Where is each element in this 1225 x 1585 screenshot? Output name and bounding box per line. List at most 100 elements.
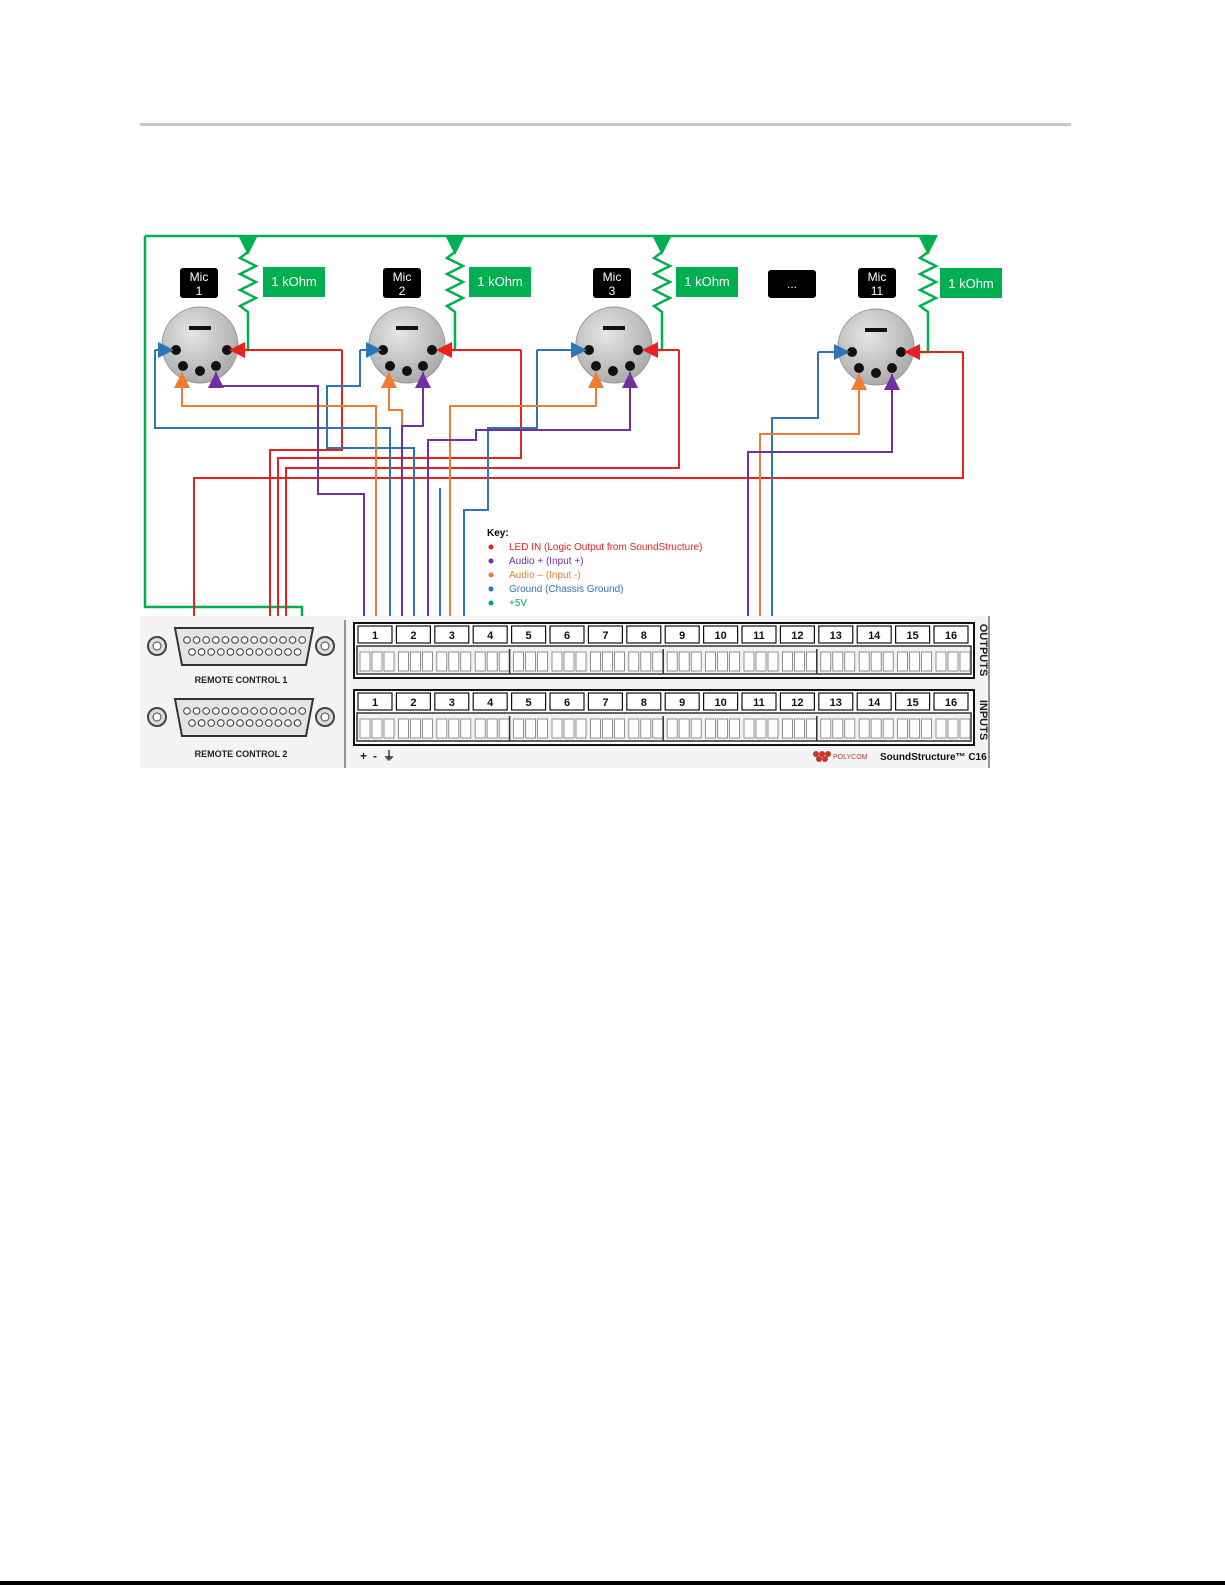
remote-control-2-label: REMOTE CONTROL 2 (195, 749, 288, 759)
channel-number-box (549, 692, 585, 711)
terminal-slot (743, 718, 755, 739)
channel-number: 1 (372, 630, 378, 642)
key-entry-led: LED IN (Logic Output from SoundStructure… (509, 542, 702, 553)
terminal-slot (921, 718, 932, 739)
channel-number: 13 (830, 630, 842, 642)
terminal-slot (729, 651, 740, 672)
channel-number-box (626, 692, 662, 711)
channel-number-box (626, 625, 662, 644)
polarity-labels: + - ⏚ (360, 749, 395, 763)
channel-number-box (357, 692, 393, 711)
db25-pin (236, 648, 244, 656)
terminal-slot (436, 718, 448, 739)
channel-number-box (472, 692, 508, 711)
channel-number-box (856, 625, 892, 644)
terminal-slot (705, 718, 716, 739)
terminal-slot (767, 651, 779, 672)
terminal-slot (602, 651, 613, 672)
channel-number-box (664, 692, 700, 711)
channel-number: 11 (753, 697, 765, 709)
terminal-slot (755, 718, 767, 739)
channel-number: 8 (641, 630, 647, 642)
terminal-slot (614, 718, 625, 739)
channel-number: 12 (791, 697, 803, 709)
terminal-slot (935, 651, 947, 672)
channel-number-box (702, 625, 739, 644)
channel-number-box (587, 625, 624, 644)
terminal-slot (525, 718, 536, 739)
channel-number: 2 (410, 630, 416, 642)
db25-pin (240, 636, 249, 644)
channel-number: 3 (449, 630, 455, 642)
channel-number: 16 (945, 630, 957, 642)
resistor-label-2: 1 kOhm (477, 274, 523, 289)
resistor-11 (910, 251, 939, 354)
db25-pin (202, 707, 210, 715)
mic-connector-11 (837, 308, 915, 386)
channel-number-box (395, 625, 431, 644)
terminal-slot (959, 718, 971, 739)
mic-3-number: 3 (609, 284, 616, 298)
terminal-slot (498, 718, 510, 739)
key-title: Key: (487, 528, 509, 539)
resistor-labels: 1 kOhm 1 kOhm 1 kOhm 1 kOhm (263, 267, 1002, 298)
channel-number: 9 (679, 697, 685, 709)
terminal-slot (486, 718, 498, 739)
mic-connector-1 (161, 306, 239, 384)
channel-number-box (549, 625, 585, 644)
mic-1-number: 1 (196, 284, 203, 298)
polycom-logo-icon (813, 751, 831, 762)
mic-labels: Mic 1 Mic 2 Mic 3 ... Mic 11 (180, 268, 896, 298)
db25-pin (293, 719, 302, 727)
terminal-slot (820, 718, 832, 739)
channel-number: 14 (868, 630, 881, 642)
terminal-slot (882, 651, 894, 672)
terminal-slot (909, 718, 920, 739)
terminal-slot (897, 718, 908, 739)
terminal-slot (820, 651, 832, 672)
channel-number-box (434, 692, 470, 711)
terminal-slot (640, 651, 652, 672)
key-entry-five-volt: +5V (509, 598, 527, 609)
channel-number-box (472, 625, 508, 644)
terminal-slot (678, 651, 690, 672)
channel-number: 5 (526, 630, 532, 642)
db25-pin (298, 707, 307, 715)
terminal-slot (537, 718, 548, 739)
db25-pin (217, 648, 225, 656)
remote-control-1-label: REMOTE CONTROL 1 (195, 675, 288, 685)
db25-pin (183, 636, 191, 644)
brand-area: POLYCOM SoundStructure™ C16 (813, 751, 987, 763)
terminal-slot (409, 718, 421, 739)
terminal-slot (717, 718, 728, 739)
db25-pin (255, 719, 264, 727)
terminal-slot (705, 651, 716, 672)
terminal-slot (602, 718, 613, 739)
channel-number-box (511, 625, 547, 644)
channel-number-box (702, 692, 739, 711)
brand-name: POLYCOM (833, 754, 868, 761)
channel-number: 6 (564, 630, 570, 642)
terminal-slot (590, 718, 601, 739)
terminal-slot (897, 651, 908, 672)
terminal-slot (628, 718, 640, 739)
terminal-slot (409, 651, 421, 672)
terminal-slot (806, 651, 817, 672)
db25-pin (288, 636, 297, 644)
led-wires (193, 342, 964, 630)
channel-number: 9 (679, 630, 685, 642)
terminal-slot (921, 651, 932, 672)
terminal-slot (590, 651, 601, 672)
mic-11-name: Mic (868, 270, 887, 284)
db25-pin (236, 719, 244, 727)
channel-number: 12 (791, 630, 803, 642)
db25-pin (202, 636, 210, 644)
channel-number: 11 (753, 630, 765, 642)
db25-pin (197, 719, 206, 727)
db25-pin (226, 719, 235, 727)
terminal-slot (690, 651, 702, 672)
channel-number-box (894, 625, 931, 644)
terminal-slot (537, 651, 548, 672)
ground-wires (154, 342, 850, 730)
terminal-slot (551, 651, 563, 672)
